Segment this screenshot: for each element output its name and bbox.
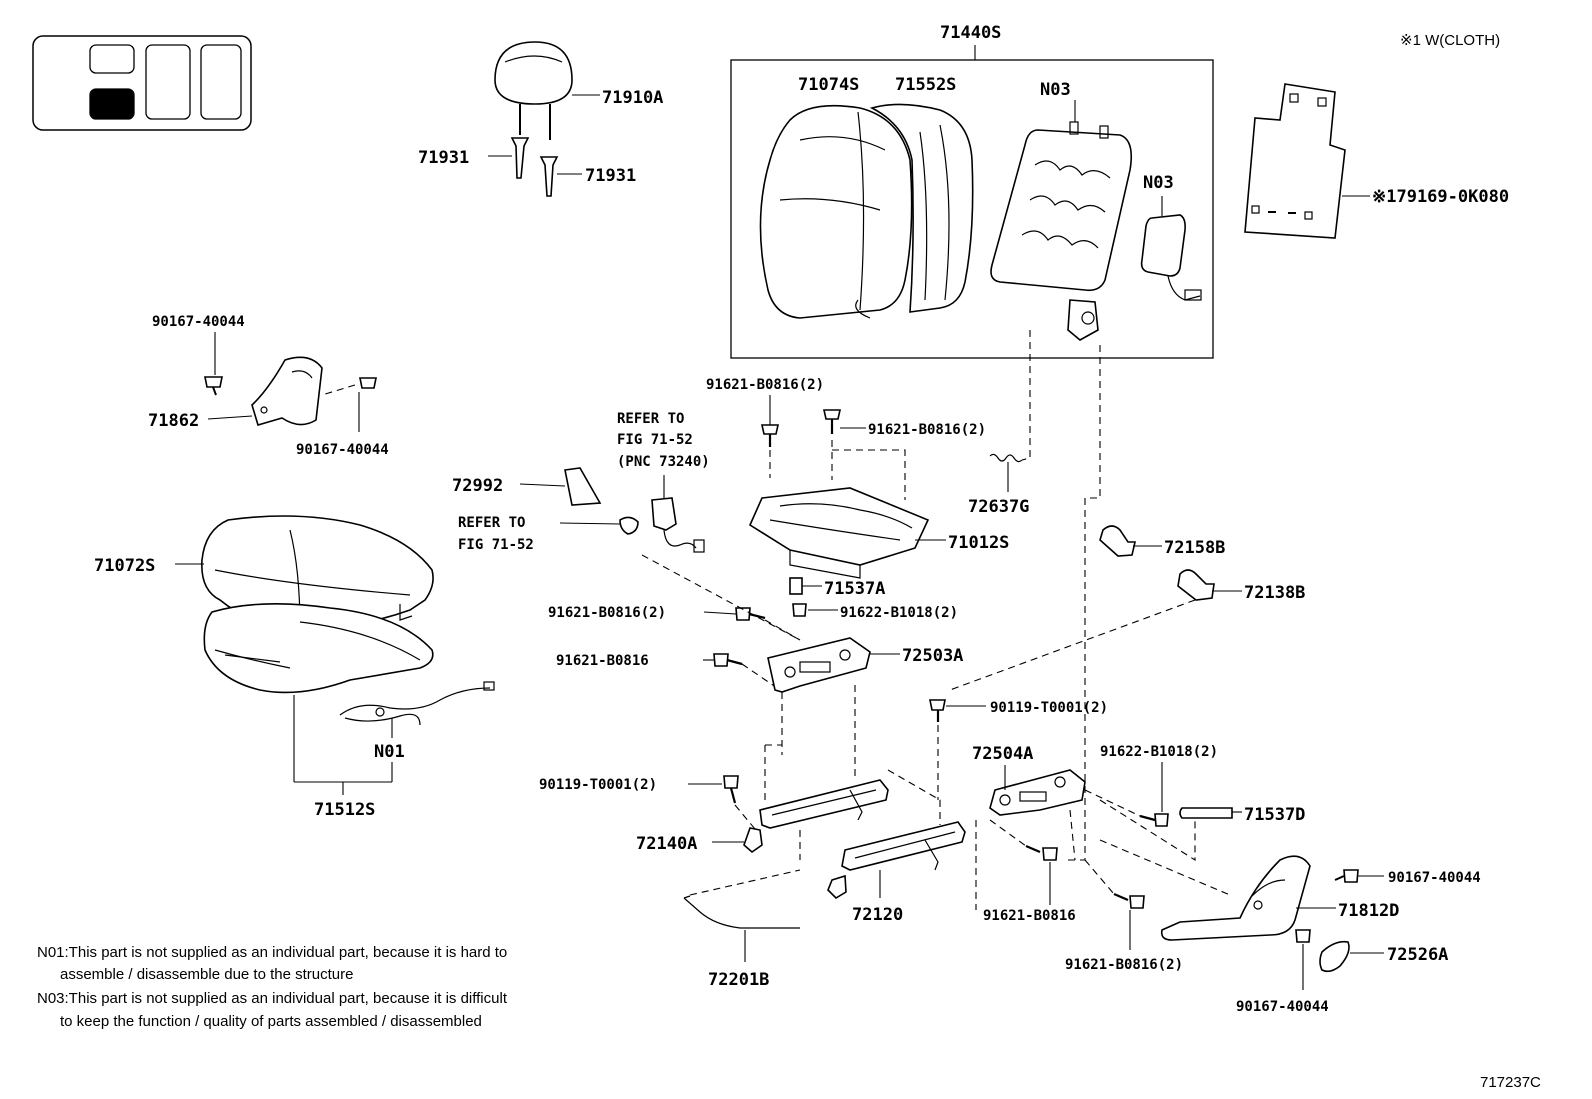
label-N03-frame: N03 <box>1040 80 1071 100</box>
adjuster-72504A-illustration <box>989 769 1086 816</box>
n01-harness-illustration <box>339 681 495 726</box>
track-72120-illustration <box>827 821 966 900</box>
label-71931-b: 71931 <box>585 166 636 186</box>
label-71074S: 71074S <box>798 75 859 95</box>
refer-text-1-line2: FIG 71-52 <box>617 432 693 448</box>
label-91622-B1018-2-d: 91622-B1018(2) <box>840 605 958 621</box>
label-91622-B1018-2-g: 91622-B1018(2) <box>1100 744 1218 760</box>
rod-71537D-illustration <box>1179 807 1233 819</box>
label-72992: 72992 <box>452 476 503 496</box>
figure-id: 717237C <box>1480 1074 1541 1091</box>
track-72140A-illustration <box>743 779 889 854</box>
backrest-pad-illustration <box>869 103 974 313</box>
seat-buckle-illustration <box>619 497 705 553</box>
backrest-cover-illustration <box>759 104 913 319</box>
label-72201B: 72201B <box>708 970 769 990</box>
headrest-guide-icons <box>510 137 559 197</box>
label-72637G: 72637G <box>968 497 1029 517</box>
cover-72992-illustration <box>564 467 602 506</box>
label-90119-T0001-2-h: 90119-T0001(2) <box>539 777 657 793</box>
label-72158B: 72158B <box>1164 538 1225 558</box>
label-90167-40044-r1: 90167-40044 <box>1388 870 1481 886</box>
label-71537D: 71537D <box>1244 805 1305 825</box>
selected-seat-marker <box>89 88 135 120</box>
screw-icon-right-bottom <box>1295 929 1311 943</box>
hinge-cover-72158B-illustration <box>1099 525 1137 557</box>
seat-sheet-illustration <box>1244 83 1346 239</box>
refer-text-1-line3: (PNC 73240) <box>617 454 710 470</box>
label-71862: 71862 <box>148 411 199 431</box>
note-n01-line1: N01:This part is not supplied as an indi… <box>37 944 507 961</box>
label-91621-B0816-2-b: 91621-B0816(2) <box>868 422 986 438</box>
knob-72526A-illustration <box>1319 940 1350 973</box>
label-90167-40044-r2: 90167-40044 <box>1236 999 1329 1015</box>
label-71812D: 71812D <box>1338 901 1399 921</box>
label-91621-B0816-2-a: 91621-B0816(2) <box>706 377 824 393</box>
bolt-icon-b <box>823 409 841 434</box>
label-71910A: 71910A <box>602 88 663 108</box>
bolt-icon-d <box>792 603 807 617</box>
label-179169-0K080: ※179169-0K080 <box>1372 187 1509 207</box>
label-72526A: 72526A <box>1387 945 1448 965</box>
label-90167-40044-left2: 90167-40044 <box>296 442 389 458</box>
adjuster-72503A-illustration <box>767 637 871 693</box>
bolt-icon-j <box>1113 892 1145 909</box>
label-91621-B0816-i: 91621-B0816 <box>983 908 1076 924</box>
screw-icon-left-top <box>204 376 223 396</box>
spring-icon <box>989 453 1023 463</box>
refer-text-2-line2: FIG 71-52 <box>458 537 534 553</box>
backrest-assembly-box <box>730 59 1214 359</box>
label-72120: 72120 <box>852 905 903 925</box>
label-71012S: 71012S <box>948 533 1009 553</box>
wire-72201B-illustration <box>683 895 800 929</box>
seat-cushion-pad-illustration <box>203 603 434 694</box>
label-71512S: 71512S <box>314 800 375 820</box>
screw-icon-left-2 <box>359 377 377 389</box>
seat-position-key <box>32 35 252 131</box>
shield-71812D-illustration <box>1160 855 1311 941</box>
label-90119-T0001-2-f: 90119-T0001(2) <box>990 700 1108 716</box>
assembly-label-71440S: 71440S <box>940 23 1001 43</box>
label-91621-B0816-2-j: 91621-B0816(2) <box>1065 957 1183 973</box>
note-n03-line1: N03:This part is not supplied as an indi… <box>37 990 508 1007</box>
bolt-icon-f <box>929 699 946 722</box>
hinge-cover-72138B-illustration <box>1177 569 1215 601</box>
screw-icon-right-top <box>1334 869 1359 883</box>
refer-text-1-line1: REFER TO <box>617 411 684 427</box>
label-72138B: 72138B <box>1244 583 1305 603</box>
backrest-frame-illustration <box>990 121 1133 341</box>
cloth-note: ※1 W(CLOTH) <box>1400 32 1500 49</box>
note-n01-line2: assemble / disassemble due to the struct… <box>60 966 353 983</box>
note-n03-line2: to keep the function / quality of parts … <box>60 1013 482 1030</box>
bolt-icon-i <box>1025 844 1058 861</box>
headrest-illustration <box>494 41 573 140</box>
label-72504A: 72504A <box>972 744 1033 764</box>
label-71931-a: 71931 <box>418 148 469 168</box>
label-N01: N01 <box>374 742 405 762</box>
label-91621-B0816-2-c: 91621-B0816(2) <box>548 605 666 621</box>
side-airbag-illustration <box>1140 214 1202 301</box>
pad-71537A-icon <box>789 577 803 595</box>
bolt-icon-g <box>1139 813 1169 827</box>
bolt-icon-a <box>761 424 779 447</box>
label-N03-airbag: N03 <box>1143 173 1174 193</box>
label-72140A: 72140A <box>636 834 697 854</box>
bolt-icon-c <box>735 607 766 621</box>
label-71537A: 71537A <box>824 579 885 599</box>
bolt-icon-h <box>723 775 739 804</box>
label-71552S: 71552S <box>895 75 956 95</box>
label-90167-40044-top: 90167-40044 <box>152 314 245 330</box>
label-72503A: 72503A <box>902 646 963 666</box>
label-91621-B0816-e: 91621-B0816 <box>556 653 649 669</box>
cushion-frame-illustration <box>748 487 930 579</box>
shield-71862-illustration <box>251 356 323 426</box>
bolt-icon-e <box>713 653 743 667</box>
refer-text-2-line1: REFER TO <box>458 515 525 531</box>
label-71072S: 71072S <box>94 556 155 576</box>
